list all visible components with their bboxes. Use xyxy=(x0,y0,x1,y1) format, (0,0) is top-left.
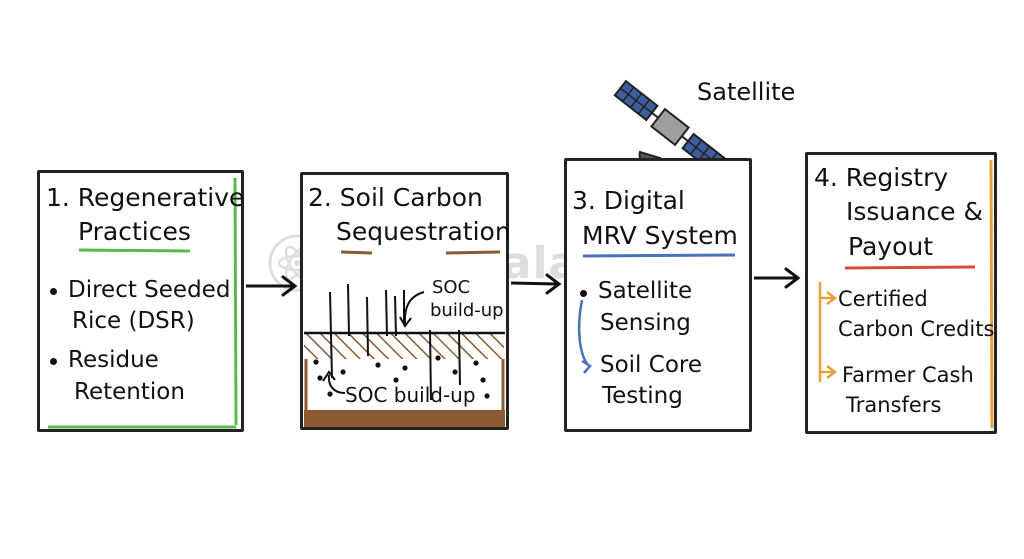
step-4-title-line-1: 4. Registry xyxy=(814,163,949,192)
step-1-item-1-line-2: Rice (DSR) xyxy=(72,308,195,334)
step-1-item-2-line-2: Retention xyxy=(74,379,185,405)
step-1-title-line-1: 1. Regenerative xyxy=(46,183,245,212)
step-4-title-line-3: Payout xyxy=(848,232,934,261)
step-3-title-line-2: MRV System xyxy=(582,221,738,250)
step-1-box xyxy=(37,170,244,432)
step-4-item-2-line-2: Transfers xyxy=(846,393,942,417)
bullet-icon xyxy=(50,358,57,365)
soc-lower-label: SOC build-up xyxy=(345,383,476,407)
step-4-item-1-line-2: Carbon Credits xyxy=(838,317,995,341)
satellite-label: Satellite xyxy=(697,78,796,106)
step-4-title-line-2: Issuance & xyxy=(846,197,983,226)
step-2-title-line-2: Sequestration xyxy=(336,217,511,246)
bullet-icon xyxy=(580,290,587,297)
step-4-item-1-line-1: Certified xyxy=(838,287,928,311)
step-3-item-2-line-2: Testing xyxy=(602,383,683,409)
step-3-item-1-line-2: Sensing xyxy=(600,310,691,336)
step-3-item-1-line-1: Satellite xyxy=(598,278,693,304)
step-4-item-2-line-1: Farmer Cash xyxy=(842,363,974,387)
bullet-icon xyxy=(50,288,57,295)
step-1-item-1-line-1: Direct Seeded xyxy=(68,277,231,303)
step-3-title-line-1: 3. Digital xyxy=(572,186,685,215)
step-2-title-line-1: 2. Soil Carbon xyxy=(308,183,483,212)
soc-upper-label-line-2: build-up xyxy=(430,300,504,321)
soc-upper-label-line-1: SOC xyxy=(432,277,471,298)
step-3-box xyxy=(564,158,752,432)
step-1-title-line-2: Practices xyxy=(78,217,191,246)
step-1-item-2-line-1: Residue xyxy=(68,347,159,373)
step-3-item-2-line-1: Soil Core xyxy=(600,352,702,378)
